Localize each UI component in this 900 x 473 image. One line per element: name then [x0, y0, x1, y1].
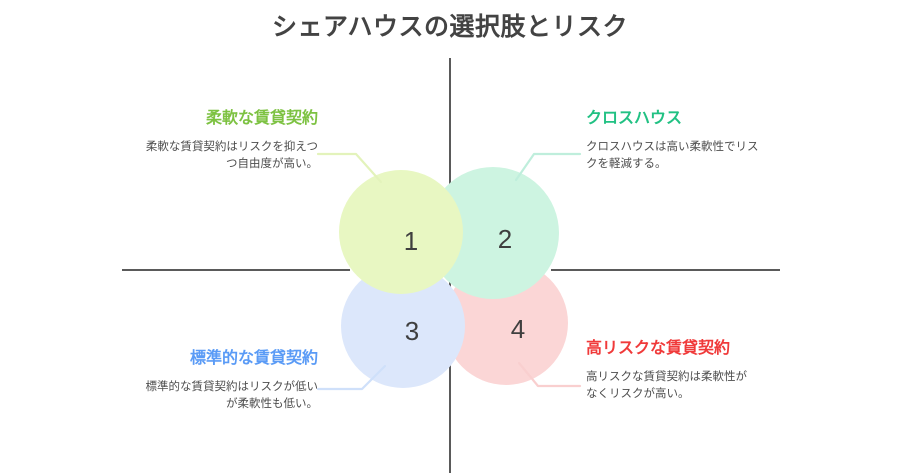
venn-circle-1-number: 1 [403, 225, 419, 256]
quadrant-label-bottom-right: 高リスクな賃貸契約 高リスクな賃貸契約は柔軟性がなくリスクが高い。 [586, 338, 758, 403]
venn-circle-3-number: 3 [404, 315, 420, 346]
quadrant-label-top-left: 柔軟な賃貸契約 柔軟な賃貸契約はリスクを抑えつつ自由度が高い。 [138, 108, 318, 173]
quadrant-heading-bottom-left: 標準的な賃貸契約 [189, 350, 318, 367]
venn-circle-2-number: 2 [497, 223, 513, 254]
quadrant-description-bottom-left: 標準的な賃貸契約はリスクが低いが柔軟性も低い。 [145, 381, 319, 410]
venn-circle-1[interactable]: 1 [339, 170, 463, 294]
quadrant-description-top-right: クロスハウスは高い柔軟性でリスクを軽減する。 [586, 141, 759, 170]
quadrant-label-bottom-left: 標準的な賃貸契約 標準的な賃貸契約はリスクが低いが柔軟性も低い。 [138, 348, 319, 413]
quadrant-description-top-left: 柔軟な賃貸契約はリスクを抑えつつ自由度が高い。 [145, 141, 318, 170]
venn-circle-4-number: 4 [510, 313, 526, 344]
quadrant-heading-bottom-right: 高リスクな賃貸契約 [586, 340, 731, 357]
quadrant-description-bottom-right: 高リスクな賃貸契約は柔軟性がなくリスクが高い。 [586, 371, 747, 400]
quadrant-label-top-right: クロスハウス クロスハウスは高い柔軟性でリスクを軽減する。 [586, 108, 766, 173]
quadrant-heading-top-right: クロスハウス [586, 110, 683, 127]
axis-horizontal-divider-left [122, 269, 350, 271]
axis-horizontal-divider-right [551, 269, 780, 271]
page-title: シェアハウスの選択肢とリスク [271, 13, 628, 41]
quadrant-heading-top-left: 柔軟な賃貸契約 [205, 110, 318, 127]
